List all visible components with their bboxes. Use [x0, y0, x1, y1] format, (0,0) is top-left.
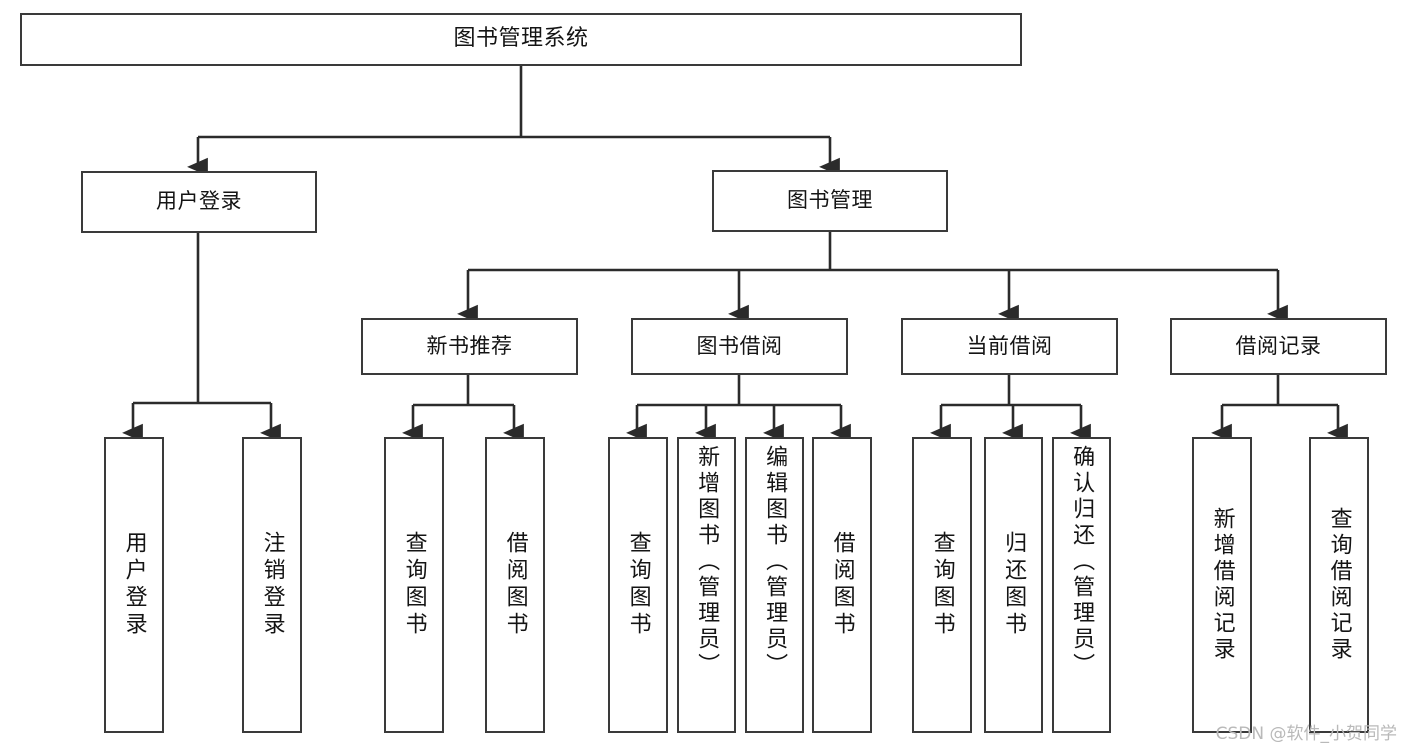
node-label: 图书管理系统 [453, 26, 589, 52]
leaf-user-login-logout[interactable]: 注销登录 [242, 437, 302, 733]
leaf-current-borrow-query-book[interactable]: 查询图书 [912, 437, 972, 733]
leaf-book-borrow-query-book[interactable]: 查询图书 [608, 437, 668, 733]
node-label: 查询借阅记录 [1326, 507, 1352, 663]
node-label: 新增借阅记录 [1209, 507, 1235, 663]
leaf-borrow-record-query-record[interactable]: 查询借阅记录 [1309, 437, 1369, 733]
node-label: 用户登录 [156, 189, 242, 214]
node-current-borrow[interactable]: 当前借阅 [901, 318, 1118, 375]
node-book-borrow[interactable]: 图书借阅 [631, 318, 848, 375]
csdn-watermark: CSDN @软件_小贺同学 [1215, 724, 1397, 744]
leaf-book-borrow-edit-book-admin[interactable]: 编辑图书（管理员） [745, 437, 804, 733]
node-label: 借阅图书 [502, 531, 528, 639]
node-borrow-record[interactable]: 借阅记录 [1170, 318, 1387, 375]
node-label: 编辑图书（管理员） [762, 445, 788, 679]
node-label: 归还图书 [1001, 531, 1027, 639]
node-book-management[interactable]: 图书管理 [712, 170, 948, 232]
node-label: 查询图书 [401, 531, 427, 639]
node-label: 图书借阅 [696, 333, 783, 358]
leaf-new-book-borrow-book[interactable]: 借阅图书 [485, 437, 545, 733]
node-label: 借阅图书 [829, 531, 855, 639]
node-root-library-system[interactable]: 图书管理系统 [20, 13, 1022, 66]
node-label: 借阅记录 [1235, 333, 1322, 358]
leaf-book-borrow-add-book-admin[interactable]: 新增图书（管理员） [677, 437, 736, 733]
node-label: 新书推荐 [426, 333, 513, 358]
node-user-login[interactable]: 用户登录 [81, 171, 317, 233]
node-new-book-recommend[interactable]: 新书推荐 [361, 318, 578, 375]
leaf-book-borrow-borrow-book[interactable]: 借阅图书 [812, 437, 872, 733]
leaf-new-book-query-book[interactable]: 查询图书 [384, 437, 444, 733]
leaf-current-borrow-return-book[interactable]: 归还图书 [984, 437, 1043, 733]
leaf-user-login-login[interactable]: 用户登录 [104, 437, 164, 733]
node-label: 确认归还（管理员） [1069, 445, 1095, 679]
node-label: 查询图书 [625, 531, 651, 639]
node-label: 当前借阅 [966, 333, 1053, 358]
node-label: 图书管理 [787, 188, 873, 213]
leaf-current-borrow-confirm-return-admin[interactable]: 确认归还（管理员） [1052, 437, 1111, 733]
leaf-borrow-record-add-record[interactable]: 新增借阅记录 [1192, 437, 1252, 733]
node-label: 注销登录 [259, 531, 285, 639]
node-label: 查询图书 [929, 531, 955, 639]
node-label: 用户登录 [121, 531, 147, 639]
node-label: 新增图书（管理员） [694, 445, 720, 679]
